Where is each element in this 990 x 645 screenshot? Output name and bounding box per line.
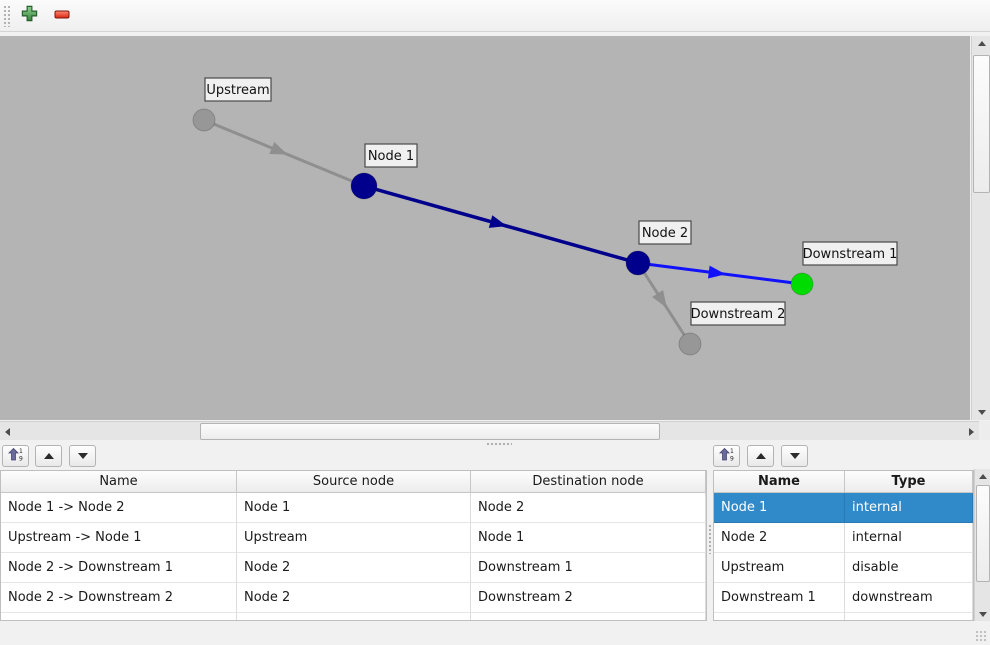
edge-row-cell[interactable]: Node 1 bbox=[237, 493, 471, 523]
svg-text:9: 9 bbox=[730, 455, 734, 462]
scroll-down-button[interactable] bbox=[972, 405, 990, 420]
node-row-cell[interactable]: Upstream bbox=[714, 553, 845, 583]
scroll-up-button[interactable] bbox=[972, 36, 990, 51]
node-table: Name Type Node 1 internal Node 2 interna… bbox=[713, 470, 974, 621]
horizontal-scroll-thumb[interactable] bbox=[200, 423, 660, 440]
minus-icon bbox=[53, 5, 71, 27]
scroll-left-button[interactable] bbox=[0, 422, 15, 441]
empty-row bbox=[237, 613, 471, 620]
triangle-up-icon bbox=[43, 453, 54, 459]
node-label-box bbox=[690, 301, 786, 326]
node-label: Downstream 1 bbox=[803, 247, 898, 262]
node-row-cell[interactable]: Downstream 1 bbox=[714, 583, 845, 613]
empty-row bbox=[714, 613, 845, 620]
node-row-cell-selected[interactable]: internal bbox=[845, 493, 973, 523]
node-label-box bbox=[638, 220, 692, 245]
empty-row bbox=[1, 613, 237, 620]
node-label: Upstream bbox=[206, 83, 269, 98]
edge-row-cell[interactable]: Node 2 bbox=[237, 583, 471, 613]
edge-table: Name Source node Destination node Node 1… bbox=[0, 470, 707, 621]
table-scroll-thumb[interactable] bbox=[976, 485, 990, 582]
column-header-type[interactable]: Type bbox=[845, 471, 973, 493]
node-sort-button[interactable]: 1 9 bbox=[713, 445, 740, 467]
scroll-up-button[interactable] bbox=[975, 469, 990, 483]
svg-text:9: 9 bbox=[19, 455, 23, 462]
edge-arrow-icon bbox=[652, 290, 667, 308]
splitter-handle-icon bbox=[486, 442, 512, 446]
edge-arrow-icon bbox=[707, 265, 726, 279]
edge-row-cell[interactable]: Node 2 bbox=[237, 553, 471, 583]
graph-node[interactable] bbox=[625, 250, 651, 276]
scroll-right-button[interactable] bbox=[964, 422, 979, 441]
node-row-cell[interactable]: disable bbox=[845, 553, 973, 583]
graph-node[interactable] bbox=[192, 108, 216, 132]
node-label-box bbox=[204, 77, 272, 102]
node-label-box bbox=[364, 143, 418, 168]
node-move-up-button[interactable] bbox=[747, 445, 774, 467]
svg-text:1: 1 bbox=[19, 448, 23, 455]
node-label: Node 2 bbox=[642, 226, 688, 241]
node-row-cell[interactable]: Node 2 bbox=[714, 523, 845, 553]
edge-row-cell[interactable]: Node 2 -> Downstream 1 bbox=[1, 553, 237, 583]
triangle-down-icon bbox=[789, 453, 800, 459]
graph-node[interactable] bbox=[790, 272, 814, 296]
edge-row-cell[interactable]: Node 1 bbox=[471, 523, 706, 553]
node-row-cell-selected[interactable]: Node 1 bbox=[714, 493, 845, 523]
vertical-scroll-thumb[interactable] bbox=[973, 55, 990, 193]
empty-row bbox=[845, 613, 973, 620]
edge-row-cell[interactable]: Node 2 bbox=[471, 493, 706, 523]
plus-icon bbox=[20, 4, 39, 27]
canvas-horizontal-scrollbar[interactable] bbox=[0, 421, 979, 441]
scroll-down-button[interactable] bbox=[975, 607, 990, 621]
remove-button[interactable] bbox=[49, 0, 75, 31]
edge-row-cell[interactable]: Node 1 -> Node 2 bbox=[1, 493, 237, 523]
empty-row bbox=[471, 613, 706, 620]
triangle-up-icon bbox=[755, 453, 766, 459]
node-row-cell[interactable]: internal bbox=[845, 523, 973, 553]
column-header-name[interactable]: Name bbox=[714, 471, 845, 493]
toolbar-drag-handle[interactable] bbox=[3, 5, 10, 27]
arrow-right-icon bbox=[969, 427, 974, 436]
arrow-left-icon bbox=[5, 427, 10, 436]
arrow-down-icon bbox=[977, 410, 986, 415]
edge-row-cell[interactable]: Downstream 1 bbox=[471, 553, 706, 583]
edge-arrow-icon bbox=[488, 215, 507, 228]
node-label: Node 1 bbox=[368, 149, 414, 164]
node-move-down-button[interactable] bbox=[781, 445, 808, 467]
add-button[interactable] bbox=[16, 0, 42, 31]
main-toolbar bbox=[0, 0, 990, 32]
vertical-pane-splitter[interactable] bbox=[707, 468, 713, 622]
edge-move-up-button[interactable] bbox=[35, 445, 62, 467]
triangle-down-icon bbox=[77, 453, 88, 459]
edge-row-cell[interactable]: Upstream bbox=[237, 523, 471, 553]
edge-arrow-icon bbox=[269, 141, 288, 155]
edge-sort-button[interactable]: 1 9 bbox=[2, 445, 29, 467]
splitter-handle-icon bbox=[708, 524, 712, 554]
sort-ascending-icon: 1 9 bbox=[8, 447, 23, 466]
edge-move-down-button[interactable] bbox=[69, 445, 96, 467]
arrow-up-icon bbox=[977, 41, 986, 46]
sort-ascending-icon: 1 9 bbox=[719, 447, 734, 466]
edge-row-cell[interactable]: Node 2 -> Downstream 2 bbox=[1, 583, 237, 613]
node-label: Downstream 2 bbox=[691, 307, 786, 322]
graph-node[interactable] bbox=[678, 332, 702, 356]
graph-node[interactable] bbox=[350, 172, 378, 200]
arrow-down-icon bbox=[979, 611, 987, 617]
arrow-up-icon bbox=[979, 473, 987, 479]
node-label-box bbox=[802, 241, 898, 266]
scrollbar-corner bbox=[979, 421, 990, 440]
svg-text:1: 1 bbox=[730, 448, 734, 455]
edge-row-cell[interactable]: Upstream -> Node 1 bbox=[1, 523, 237, 553]
column-header-source-node[interactable]: Source node bbox=[237, 471, 471, 493]
column-header-destination-node[interactable]: Destination node bbox=[471, 471, 706, 493]
column-header-name[interactable]: Name bbox=[1, 471, 237, 493]
node-row-cell[interactable]: downstream bbox=[845, 583, 973, 613]
horizontal-pane-splitter[interactable] bbox=[0, 440, 990, 446]
window-resize-grip[interactable] bbox=[975, 630, 988, 643]
canvas-vertical-scrollbar[interactable] bbox=[971, 36, 990, 420]
edge-row-cell[interactable]: Downstream 2 bbox=[471, 583, 706, 613]
node-table-scrollbar[interactable] bbox=[974, 469, 990, 621]
